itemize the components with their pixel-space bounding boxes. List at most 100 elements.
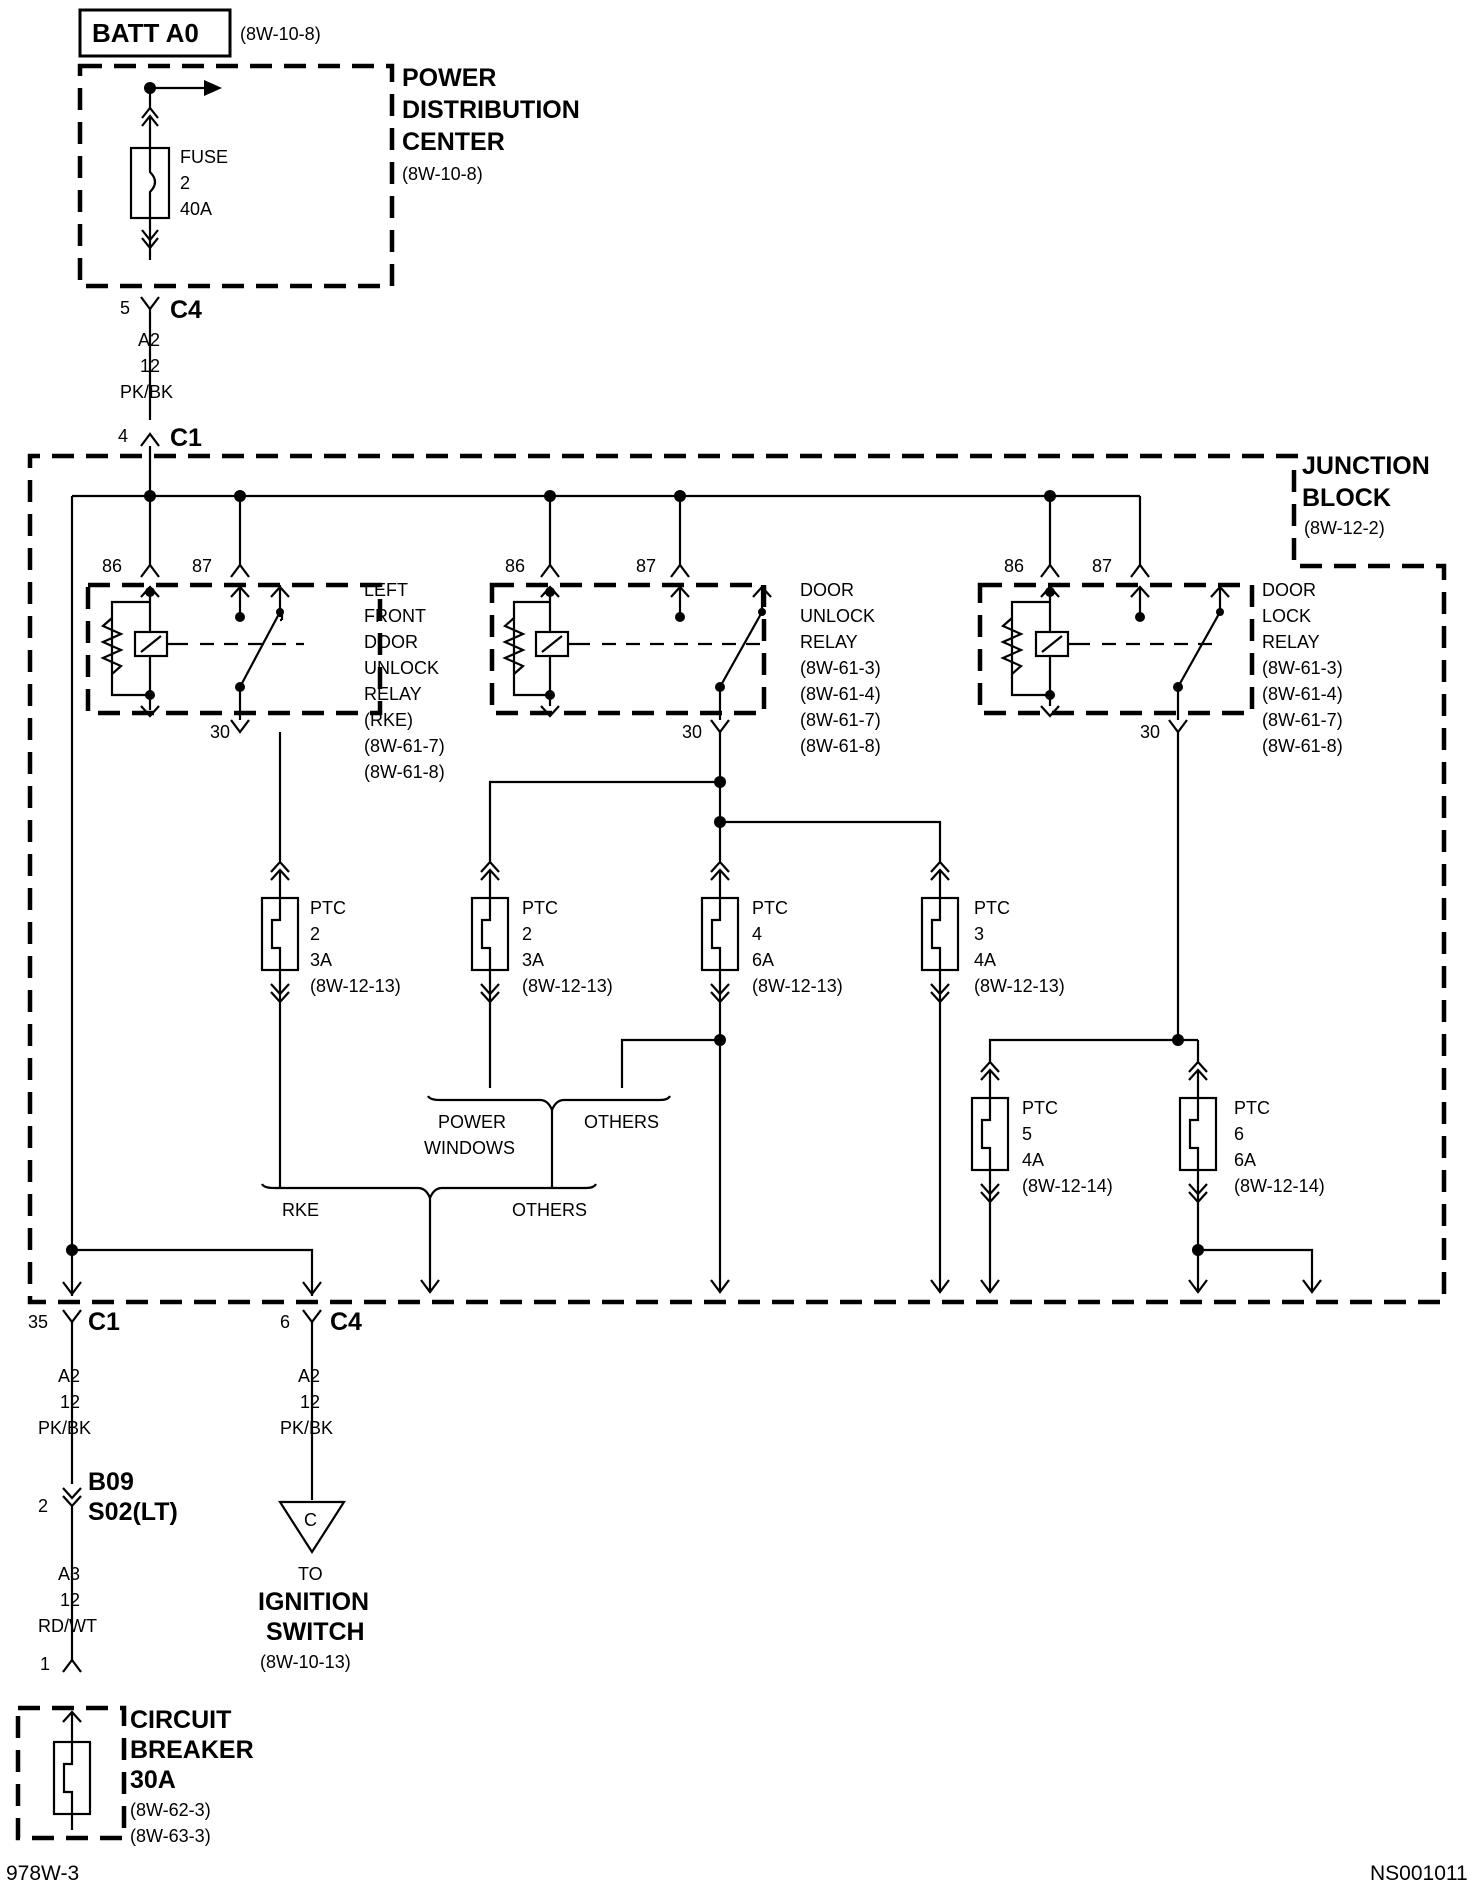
c4-top-pin: 5 xyxy=(120,298,130,318)
c1-bottom-name: C1 xyxy=(88,1308,120,1336)
relay-left-front-door-unlock: 86 87 30 LEFT FRONT DOOR UNLOCK RELAY (R… xyxy=(85,496,445,782)
footer-left-code: 978W-3 xyxy=(6,1862,79,1885)
ignition-letter: C xyxy=(304,1510,317,1530)
ptc-element-icon xyxy=(1188,1098,1200,1170)
pdc-title-2: DISTRIBUTION xyxy=(402,96,580,124)
split-power-windows-2: WINDOWS xyxy=(424,1138,515,1158)
label-relays-0-lines-0: LEFT xyxy=(364,580,408,600)
pdc-outline xyxy=(77,63,395,289)
circuit-breaker-outline xyxy=(15,1705,127,1841)
splice-name-2: S02(LT) xyxy=(88,1498,178,1526)
label-ptcs-5-num: 6 xyxy=(1234,1124,1244,1144)
ptc-element-icon xyxy=(710,898,722,970)
label-relays-2-lines-3: (8W-61-3) xyxy=(1262,658,1343,678)
split-others-2: OTHERS xyxy=(512,1200,587,1220)
label-relays-0-lines-2: DOOR xyxy=(364,632,418,652)
junction-block-outline xyxy=(27,453,1447,1305)
fuse-rating: 40A xyxy=(180,199,212,219)
arrow-down-icon xyxy=(930,1279,950,1294)
ignition-title-1: IGNITION xyxy=(258,1588,369,1616)
relay3-pin87: 87 xyxy=(1092,556,1112,576)
label-bottom-wire-left-code: A2 xyxy=(58,1366,80,1386)
arrow-down-icon xyxy=(980,1279,1000,1294)
ignition-triangle-icon xyxy=(277,1500,347,1555)
relay3-pin86: 86 xyxy=(1004,556,1024,576)
coil-resistor-icon xyxy=(1000,617,1024,675)
coil-resistor-icon xyxy=(100,617,124,675)
cb-pin: 1 xyxy=(40,1654,50,1674)
wire-top-gauge: 12 xyxy=(140,356,160,376)
label-relays-2-lines-5: (8W-61-7) xyxy=(1262,710,1343,730)
junction-ref: (8W-12-2) xyxy=(1304,518,1385,538)
label-ptcs-4-num: 5 xyxy=(1022,1124,1032,1144)
label-ptcs-3-ref: (8W-12-13) xyxy=(974,976,1065,996)
label-ptcs-5-rating: 6A xyxy=(1234,1150,1256,1170)
connector-c1-top-icon xyxy=(140,432,160,447)
arrow-down-icon xyxy=(1302,1279,1322,1294)
label-bottom-wire-left-color: PK/BK xyxy=(38,1418,91,1438)
c1-top-pin: 4 xyxy=(118,426,128,446)
relay1-pin87: 87 xyxy=(192,556,212,576)
pdc-ref: (8W-10-8) xyxy=(402,164,483,184)
ptc-2: PTC 2 3A (8W-12-13) xyxy=(470,860,613,1088)
label-relays-2-lines-6: (8W-61-8) xyxy=(1262,736,1343,756)
fuse-num: 2 xyxy=(180,173,190,193)
label-bottom-wire-a3-color: RD/WT xyxy=(38,1616,97,1636)
label-ptcs-4-rating: 4A xyxy=(1022,1150,1044,1170)
cb-ref-2: (8W-63-3) xyxy=(130,1826,211,1846)
label-ptcs-0-rating: 3A xyxy=(310,950,332,970)
label-ptcs-0-num: 2 xyxy=(310,924,320,944)
ptc-3: PTC 4 6A (8W-12-13) xyxy=(700,860,843,1290)
relay1-pin86: 86 xyxy=(102,556,122,576)
switch-arm-icon xyxy=(239,611,281,688)
connector-c4-top-icon xyxy=(140,296,160,311)
label-ptcs-2-rating: 6A xyxy=(752,950,774,970)
label-ptcs-4-ref: (8W-12-14) xyxy=(1022,1176,1113,1196)
splice-icon xyxy=(62,1487,82,1500)
label-bottom-wire-right-code: A2 xyxy=(298,1366,320,1386)
label-ptcs-3-rating: 4A xyxy=(974,950,996,970)
label-relays-0-lines-5: (RKE) xyxy=(364,710,413,730)
label-bottom-wire-right-gauge: 12 xyxy=(300,1392,320,1412)
cb-ref-1: (8W-62-3) xyxy=(130,1800,211,1820)
ptc-element-icon xyxy=(270,898,282,970)
label-ptcs-1-name: PTC xyxy=(522,898,558,918)
split-others-1: OTHERS xyxy=(584,1112,659,1132)
wire-top-code: A2 xyxy=(138,330,160,350)
label-relays-2-lines-0: DOOR xyxy=(1262,580,1316,600)
ptc-4: PTC 3 4A (8W-12-13) xyxy=(920,860,1065,1290)
ptc-element-icon xyxy=(980,1098,992,1170)
relay1-pin30: 30 xyxy=(210,722,230,742)
label-relays-1-lines-6: (8W-61-8) xyxy=(800,736,881,756)
relay-door-lock: 86 87 30 DOOR LOCK RELAY (8W-61-3) (8W-6… xyxy=(977,496,1343,756)
relay2-pin30: 30 xyxy=(682,722,702,742)
splice-name-1: B09 xyxy=(88,1468,134,1496)
label-bottom-wire-a3-gauge: 12 xyxy=(60,1590,80,1610)
label-relays-1-lines-0: DOOR xyxy=(800,580,854,600)
fuse-name: FUSE xyxy=(180,147,228,167)
connector-c4-bottom-icon xyxy=(302,1309,322,1324)
ptc-6: PTC 6 6A (8W-12-14) xyxy=(1178,1060,1325,1290)
c4-bottom-pin: 6 xyxy=(280,1312,290,1332)
label-relays-1-lines-1: UNLOCK xyxy=(800,606,875,626)
label-relays-2-lines-4: (8W-61-4) xyxy=(1262,684,1343,704)
arrow-down-icon xyxy=(710,1279,730,1294)
label-relays-1-lines-5: (8W-61-7) xyxy=(800,710,881,730)
label-ptcs-3-num: 3 xyxy=(974,924,984,944)
switch-arm-icon xyxy=(719,611,763,688)
cb-title-1: CIRCUIT xyxy=(130,1706,231,1734)
label-ptcs-4-name: PTC xyxy=(1022,1098,1058,1118)
label-bottom-wire-left-gauge: 12 xyxy=(60,1392,80,1412)
ptc-1: PTC 2 3A (8W-12-13) xyxy=(260,860,401,1188)
ignition-title-2: SWITCH xyxy=(266,1618,365,1646)
chevron-icon xyxy=(141,106,159,119)
label-ptcs-0-name: PTC xyxy=(310,898,346,918)
label-ptcs-1-rating: 3A xyxy=(522,950,544,970)
label-relays-0-lines-7: (8W-61-8) xyxy=(364,762,445,782)
wire-top-color: PK/BK xyxy=(120,382,173,402)
label-relays-0-lines-1: FRONT xyxy=(364,606,426,626)
label-relays-1-lines-2: RELAY xyxy=(800,632,858,652)
splice-pin: 2 xyxy=(38,1496,48,1516)
c1-top-name: C1 xyxy=(170,424,202,452)
connector-c1-bottom-icon xyxy=(62,1309,82,1324)
